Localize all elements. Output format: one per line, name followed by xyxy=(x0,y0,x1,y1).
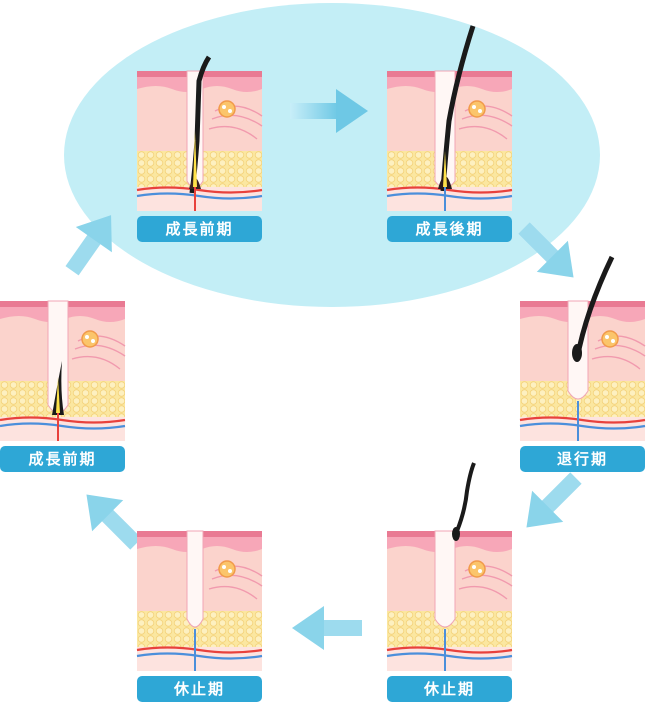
stage-label-telogen-right: 休止期 xyxy=(387,676,512,702)
arrow-up-right-icon xyxy=(65,215,112,276)
stage-label-anagen-late: 成長後期 xyxy=(387,216,512,242)
arrow-right-icon xyxy=(290,89,368,133)
stage-illustration-telogen xyxy=(135,529,264,673)
stage-illustration-catagen xyxy=(518,255,647,443)
stage-label-catagen: 退行期 xyxy=(520,446,645,472)
stage-label-telogen-left: 休止期 xyxy=(137,676,262,702)
stage-label-anagen-early-new: 成長前期 xyxy=(0,446,125,472)
arrow-down-right-icon xyxy=(518,222,574,278)
stage-illustration-anagen-early xyxy=(135,55,264,213)
stage-label-anagen-early: 成長前期 xyxy=(137,216,262,242)
arrow-down-left-icon xyxy=(526,472,582,528)
stage-illustration-anagen-late xyxy=(385,25,514,213)
stage-illustration-telogen-shedding xyxy=(385,462,514,673)
arrow-up-left-icon xyxy=(86,494,142,550)
arrow-left-icon xyxy=(292,606,362,650)
stage-illustration-anagen-early-new xyxy=(0,299,127,443)
